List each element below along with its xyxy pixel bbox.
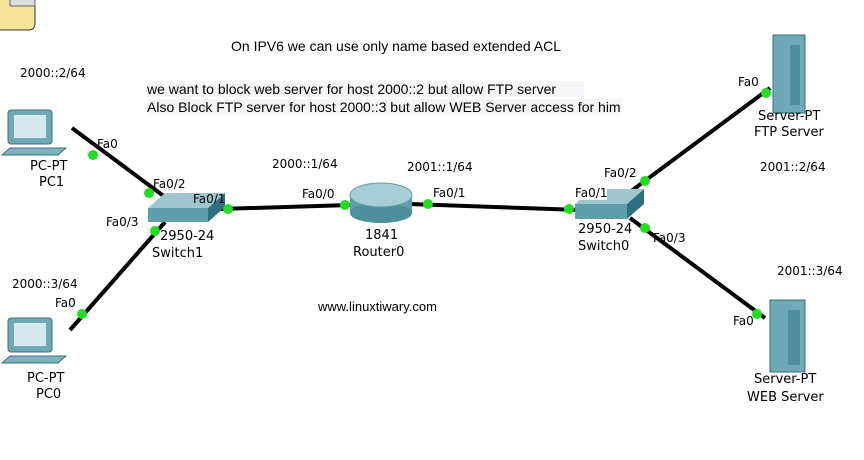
pc1-address: 2000::2/64: [20, 66, 86, 80]
port-led: [640, 223, 650, 233]
switch0-icon[interactable]: [575, 189, 644, 219]
switch1-port-fa02: Fa0/2: [153, 177, 186, 191]
port-led: [77, 309, 87, 319]
switch0-port-fa03: Fa0/3: [653, 231, 686, 245]
pc1-port: Fa0: [97, 137, 118, 151]
website-text: www.linuxtiwary.com: [318, 299, 437, 314]
web-server-icon[interactable]: [769, 299, 806, 373]
folder-icon[interactable]: [0, 0, 36, 31]
port-led: [150, 226, 160, 236]
ftp-model: Server-PT: [758, 109, 821, 124]
port-led: [564, 204, 574, 214]
ftp-name: FTP Server: [754, 125, 824, 140]
port-led: [761, 88, 771, 98]
note-title: On IPV6 we can use only name based exten…: [231, 38, 561, 54]
web-port: Fa0: [733, 314, 754, 328]
switch1-model: 2950-24: [160, 229, 215, 244]
router-port-fa01: Fa0/1: [433, 186, 466, 200]
pc0-name: PC0: [36, 387, 62, 402]
link-switch0-web[interactable]: [628, 216, 767, 320]
router-port-fa00: Fa0/0: [302, 187, 335, 201]
pc0-icon[interactable]: [0, 317, 68, 364]
note-line2: Also Block FTP server for host 2000::3 b…: [147, 99, 621, 115]
link-router0-switch0[interactable]: [409, 202, 581, 212]
switch1-icon[interactable]: [148, 193, 225, 222]
pc1-icon[interactable]: [0, 109, 68, 156]
router-fa01-address: 2001::1/64: [407, 160, 473, 174]
switch1-port-fa03: Fa0/3: [106, 215, 139, 229]
ftp-port: Fa0: [738, 75, 759, 89]
link-pc1-switch1[interactable]: [70, 126, 167, 199]
web-address: 2001::3/64: [777, 264, 843, 278]
ftp-address: 2001::2/64: [760, 160, 826, 174]
router0-icon[interactable]: [349, 182, 413, 223]
switch0-model: 2950-24: [578, 222, 633, 237]
pc1-name: PC1: [39, 175, 65, 190]
port-led: [640, 176, 650, 186]
port-led: [340, 200, 350, 210]
router-model: 1841: [365, 228, 399, 243]
pc0-port: Fa0: [55, 296, 76, 310]
link-switch0-ftp[interactable]: [628, 86, 772, 194]
switch0-port-fa02: Fa0/2: [604, 166, 637, 180]
pc0-address: 2000::3/64: [12, 277, 78, 291]
switch0-port-fa01: Fa0/1: [575, 186, 608, 200]
port-led: [144, 188, 154, 198]
web-name: WEB Server: [747, 390, 824, 405]
port-led: [88, 150, 98, 160]
port-led: [223, 204, 233, 214]
router-fa00-address: 2000::1/64: [272, 157, 338, 171]
ftp-server-icon[interactable]: [772, 34, 806, 114]
port-led: [423, 199, 433, 209]
port-led: [752, 309, 762, 319]
pc1-model: PC-PT: [30, 159, 68, 174]
note-line1: we want to block web server for host 200…: [147, 81, 585, 97]
web-model: Server-PT: [754, 372, 817, 387]
switch0-name: Switch0: [578, 239, 630, 254]
switch1-name: Switch1: [152, 246, 204, 261]
link-switch1-router0[interactable]: [219, 203, 351, 211]
pc0-model: PC-PT: [27, 371, 65, 386]
switch1-port-fa01: Fa0/1: [193, 192, 226, 206]
router-name: Router0: [353, 245, 405, 260]
